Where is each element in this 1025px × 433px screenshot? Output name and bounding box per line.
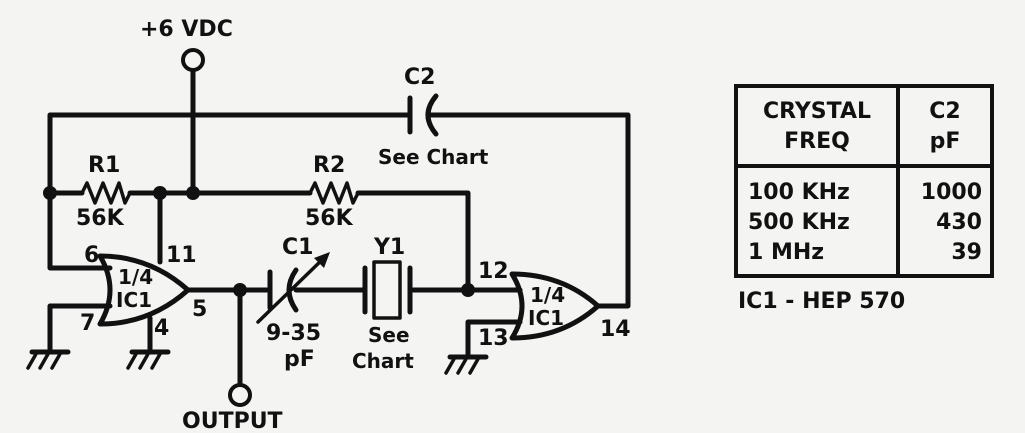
crystal-chart-table: CRYSTAL FREQ C2 pF 100 KHz 1000 500 KHz … [734,84,994,278]
r2-right-lead [355,190,471,293]
gate1-or-gate [97,253,191,327]
table-header-freq-line2: FREQ [784,129,850,154]
gate1-pin-in-a: 6 [84,243,99,268]
table-header-c2-line1: C2 [929,99,960,124]
gate2-pin-out: 14 [600,317,631,342]
junction-dot [153,186,167,200]
c1-variable-capacitor [256,252,330,324]
ground-icon [444,354,489,375]
y1-note-line2: Chart [352,349,414,373]
gate1-label-line2: IC1 [116,288,152,312]
c2-note: See Chart [378,145,489,169]
table-header-c2-line2: pF [930,129,961,154]
supply-label: +6 VDC [140,17,233,42]
supply-terminal [181,48,205,72]
ic-note: IC1 - HEP 570 [738,289,905,314]
table-border [734,84,994,278]
gate1-pin-out: 5 [192,297,207,322]
r1-value: 56K [76,206,125,231]
table-cell-freq: 100 KHz [748,180,850,205]
r2-name: R2 [313,153,345,178]
ground-icon [126,349,171,370]
gate2-pin-in-a: 12 [478,259,509,284]
gate2-label-line2: IC1 [528,306,564,330]
gate2-label-line1: 1/4 [530,283,565,307]
table-header-freq-line1: CRYSTAL [763,99,871,124]
y1-name: Y1 [373,235,405,260]
c1-name: C1 [282,235,313,260]
r1-name: R1 [88,153,120,178]
table-cell-c2: 39 [951,240,982,265]
table-cell-freq: 1 MHz [748,240,824,265]
junction-dot [43,186,57,200]
pin7-wire [47,303,113,353]
gate2-pin-in-b: 13 [478,326,509,351]
table-cell-c2: 1000 [921,180,982,205]
junctions [43,186,475,297]
r2-resistor [308,181,360,205]
gate1-pin-ground: 4 [154,316,169,341]
c2-name: C2 [404,65,435,90]
top-wire-left [47,112,413,198]
r1-resistor [80,181,132,205]
junction-dot [233,283,247,297]
top-wire-right [425,112,631,309]
gate1-pin-supply: 11 [166,243,197,268]
variable-arrow-icon [314,252,330,268]
junction-dot [461,283,475,297]
y1-note-line1: See [368,323,410,347]
ground-icon [26,349,71,370]
output-label: OUTPUT [182,409,283,433]
pin13-wire [465,319,523,358]
gate2-or-gate [509,271,601,341]
table-cell-freq: 500 KHz [748,210,850,235]
output-terminal [228,383,252,407]
y1-crystal [362,260,413,320]
c1-value-line1: 9-35 [266,321,321,346]
r2-value: 56K [305,206,354,231]
wiring [47,67,631,388]
pin6-wire [47,190,113,271]
c1-value-line2: pF [284,347,315,372]
table-cell-c2: 430 [936,210,982,235]
gate1-label-line1: 1/4 [118,265,153,289]
gate1-pin-in-b: 7 [80,311,95,336]
junction-dot [186,186,200,200]
c2-capacitor [407,93,439,137]
